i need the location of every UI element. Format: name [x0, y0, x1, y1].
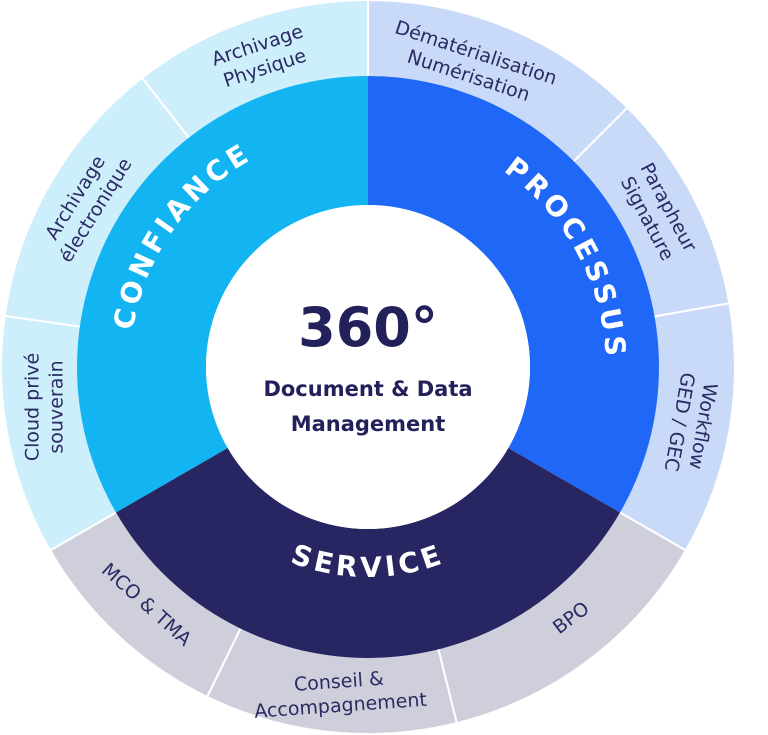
- center-subtitle-line2: Management: [291, 412, 446, 436]
- segment-label-line: Cloud privé: [21, 353, 43, 461]
- pillar-processus: [368, 76, 659, 513]
- segment-label-line: souverain: [45, 360, 67, 453]
- inner-ring: [77, 76, 659, 658]
- center-subtitle-line1: Document & Data: [263, 377, 472, 401]
- pillar-service: [115, 448, 621, 658]
- center-disc: [206, 205, 530, 529]
- outer-ring: [0, 0, 736, 735]
- pillar-confiance: [77, 76, 369, 513]
- center-title: 360°: [298, 296, 438, 359]
